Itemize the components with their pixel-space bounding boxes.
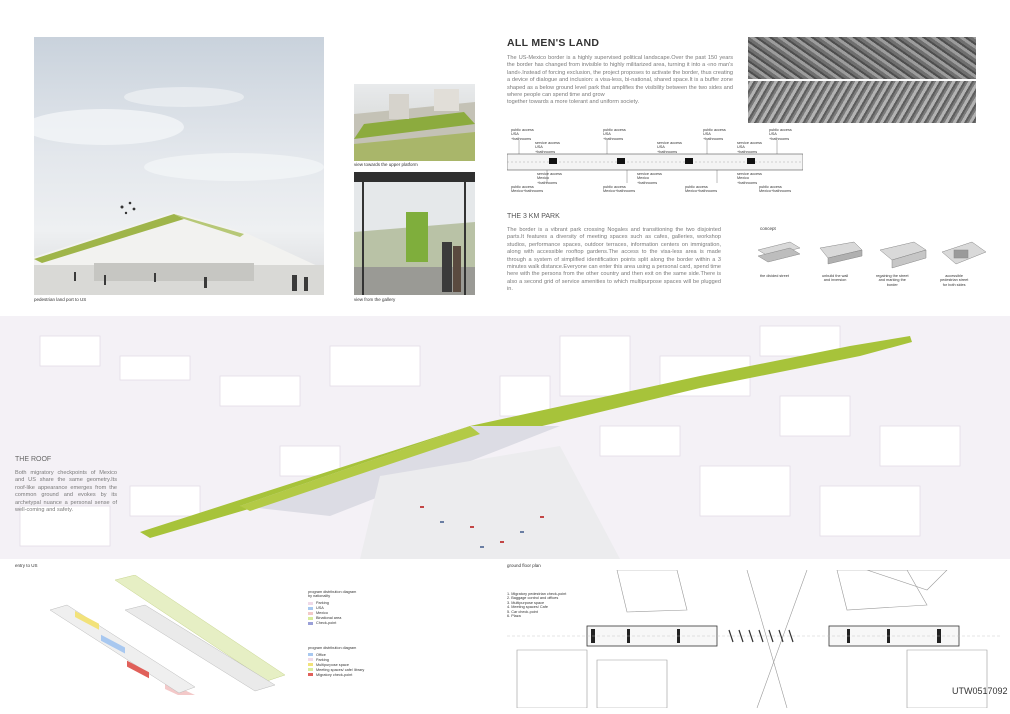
access-label-service-top-3: service access USA +bathrooms xyxy=(737,141,762,154)
intro-title: ALL MEN'S LAND xyxy=(507,37,600,49)
legend-item: Parking xyxy=(308,657,418,662)
concept-drawings xyxy=(757,241,987,269)
legend-item: Binational area xyxy=(308,616,408,621)
floor-plan-legend: 1. Migratory pedestrian check-point 2. B… xyxy=(507,592,566,618)
legend-item: Migratory check-point xyxy=(308,672,418,677)
access-label-top-3: public access USA +bathrooms xyxy=(703,128,726,141)
legend-item: Parking xyxy=(308,601,408,606)
legend-swatch-parking-2 xyxy=(308,658,313,662)
caption-upper-platform: view towards the upper platform xyxy=(354,162,418,167)
roof-body: Both migratory checkpoints of Mexico and… xyxy=(15,470,117,514)
concept-heading: concept xyxy=(760,226,776,231)
program-diagram-drawing xyxy=(49,575,286,695)
caption-land-port: pedestrian land port to US xyxy=(34,297,87,302)
intro-body-main: The US-Mexico border is a highly supervi… xyxy=(507,55,733,99)
legend-program-title: program distribution diagram xyxy=(308,646,357,650)
concept-step-4: accessible pedestrian street for both si… xyxy=(940,274,969,287)
access-label-service-top-2: service access USA +bathrooms xyxy=(657,141,682,154)
floor-plan-legend-item: 2. Baggage control and offices xyxy=(507,596,559,601)
intro-body-end: together towards a more tolerant and uni… xyxy=(507,99,640,106)
concept-diagram: the divided street unbuild the wall and … xyxy=(750,236,990,296)
concept-step-1: the divided street xyxy=(760,274,789,278)
legend-item: Multipurpose space xyxy=(308,662,418,667)
floor-plan-legend-item: 4. Meeting spaces/ Cafe xyxy=(507,605,548,610)
park-body: The border is a vibrant park crossing No… xyxy=(507,227,721,293)
legend-nationality-title: program distribution diagram by national… xyxy=(308,590,357,599)
aerial-map-bottom xyxy=(748,81,976,123)
legend-swatch-office xyxy=(308,653,313,657)
concept-step-2: unbuild the wall and inversion xyxy=(822,274,849,283)
access-label-service-bottom-1: service access Mexico +bathrooms xyxy=(537,172,562,185)
legend-item: Office xyxy=(308,652,418,657)
concept-step-3: regaining the street and marking the bor… xyxy=(876,274,909,287)
floor-plan-drawing xyxy=(507,570,1002,708)
caption-entry: entry to US xyxy=(15,563,38,568)
access-label-bottom-3: public access Mexico+bathrooms xyxy=(685,185,718,194)
legend-swatch-parking xyxy=(308,601,313,605)
access-label-top-4: public access USA +bathrooms xyxy=(769,128,792,141)
access-label-service-bottom-2: service access Mexico +bathrooms xyxy=(637,172,662,185)
legend-swatch-binational xyxy=(308,616,313,620)
floor-plan: 1. Migratory pedestrian check-point 2. B… xyxy=(507,570,1002,708)
legend-program: program distribution diagram Office Park… xyxy=(308,646,418,677)
legend-nationality: program distribution diagram by national… xyxy=(308,590,408,626)
floor-plan-legend-item: 3. Multipurpose space xyxy=(507,600,545,605)
render-gallery xyxy=(354,172,475,295)
park-title: THE 3 KM PARK xyxy=(507,213,560,220)
access-label-service-top-1: service access USA +bathrooms xyxy=(535,141,560,154)
access-label-bottom-1: public access Mexico+bathrooms xyxy=(511,185,544,194)
aerial-illustration xyxy=(19,325,961,559)
program-diagram xyxy=(45,575,295,695)
legend-swatch-meeting xyxy=(308,668,313,672)
legend-item: Meeting spaces/ cafe/ library xyxy=(308,667,418,672)
floor-plan-legend-item: 1. Migratory pedestrian check-point xyxy=(507,592,567,596)
access-label-bottom-4: public access Mexico+bathrooms xyxy=(759,185,792,194)
legend-item: Check-point xyxy=(308,621,408,626)
render-land-port xyxy=(34,37,324,295)
access-diagram: public access USA +bathrooms public acce… xyxy=(507,128,803,196)
intro-body: The US-Mexico border is a highly supervi… xyxy=(507,55,733,107)
legend-item: USA xyxy=(308,606,408,611)
access-label-bottom-2: public access Mexico+bathrooms xyxy=(603,185,636,194)
legend-item: Mexico xyxy=(308,611,408,616)
legend-swatch-mexico xyxy=(308,611,313,615)
caption-gallery: view from the gallery xyxy=(354,297,396,302)
floor-plan-legend-item: 6. Plaza xyxy=(507,614,521,619)
roof-title: THE ROOF xyxy=(15,456,52,463)
legend-swatch-checkpoint xyxy=(308,621,313,625)
legend-swatch-multipurpose xyxy=(308,663,313,667)
aerial-map-top xyxy=(748,37,976,79)
access-label-service-bottom-3: service access Mexico +bathrooms xyxy=(737,172,762,185)
render-upper-platform xyxy=(354,84,475,161)
aerial-render xyxy=(0,316,1010,559)
access-label-top-2: public access USA +bathrooms xyxy=(603,128,626,141)
project-code: UTW0517092 xyxy=(952,686,1008,696)
access-label-top-1: public access USA +bathrooms xyxy=(511,128,534,141)
floor-plan-legend-item: 5. Car check-point xyxy=(507,609,538,614)
access-diagram-drawing xyxy=(507,140,803,183)
legend-swatch-usa xyxy=(308,606,313,610)
land-port-illustration xyxy=(34,87,324,295)
legend-swatch-migratory xyxy=(308,673,313,677)
caption-floor-plan: ground floor plan xyxy=(507,563,541,568)
